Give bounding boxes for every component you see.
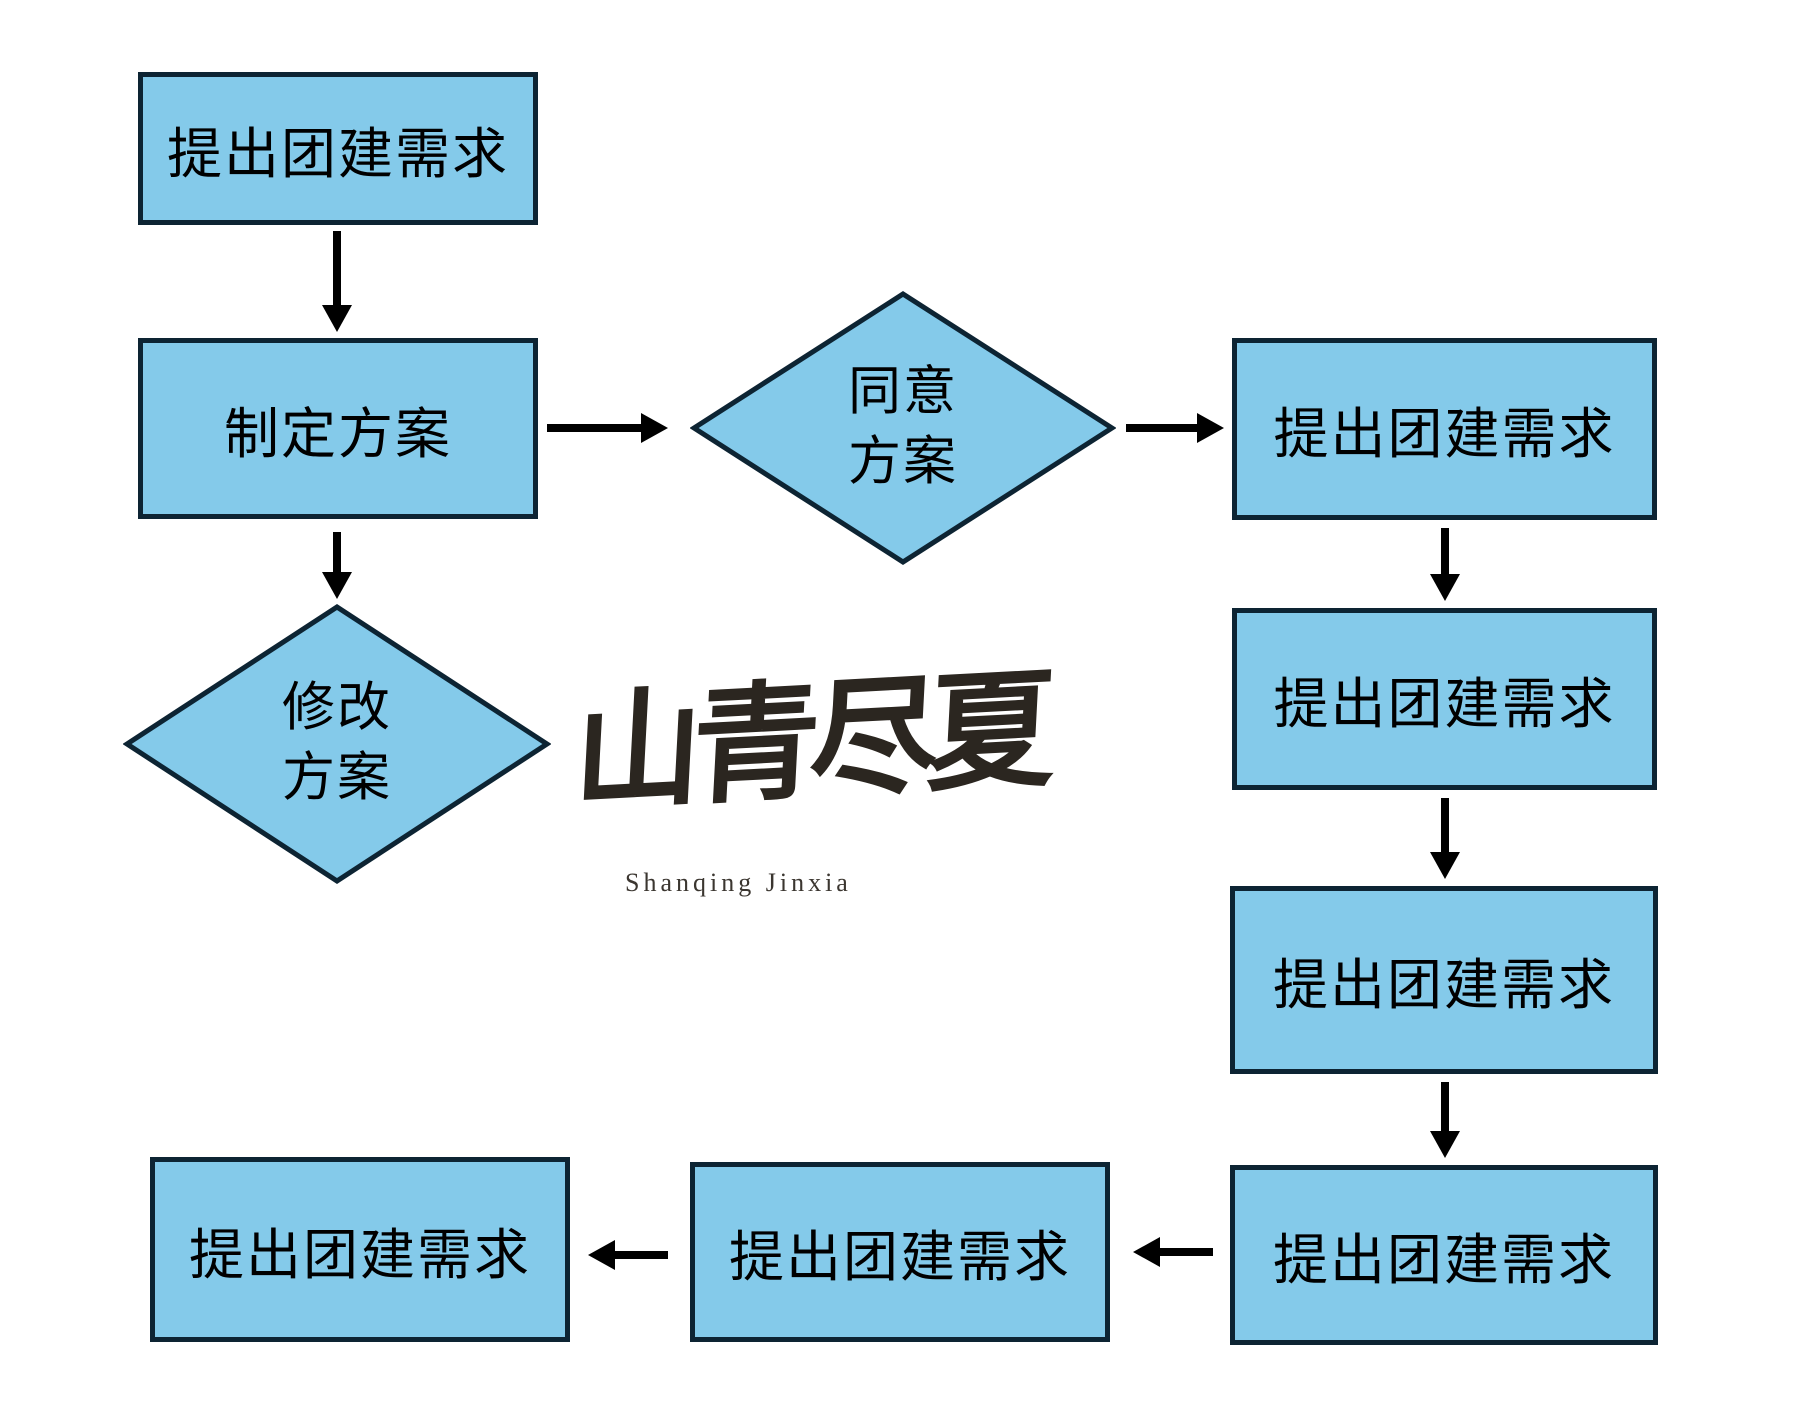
- flow-node-propose-need-label: 提出团建需求: [166, 123, 509, 185]
- flow-node-agree-plan-decision: 同意 方案: [690, 290, 1116, 566]
- arrow-bottom-middle-to-bottom-left-icon: [588, 1240, 668, 1270]
- brand-logo-calligraphy-text: 山青尽夏: [570, 659, 1050, 827]
- flow-node-bottom-middle: 提出团建需求: [690, 1162, 1110, 1342]
- arrow-shaft: [1126, 424, 1200, 432]
- arrow-right2-to-right3-icon: [1430, 798, 1460, 879]
- flow-node-right-3: 提出团建需求: [1230, 886, 1658, 1074]
- flow-node-right-1: 提出团建需求: [1232, 338, 1657, 520]
- arrow-shaft: [333, 532, 341, 575]
- revise-plan-line2: 方案: [282, 749, 392, 807]
- flow-node-make-plan: 制定方案: [138, 338, 538, 519]
- revise-plan-line1: 修改: [282, 679, 392, 738]
- arrow-head-down-icon: [1430, 852, 1460, 879]
- arrow-head-down-icon: [322, 572, 352, 599]
- flow-node-right-1-label: 提出团建需求: [1273, 404, 1616, 465]
- diamond-shape: [123, 604, 551, 884]
- arrow-head-right-icon: [1197, 413, 1224, 443]
- arrow-head-right-icon: [641, 413, 668, 443]
- arrow-head-down-icon: [322, 305, 352, 332]
- flow-node-bottom-left-label: 提出团建需求: [188, 1224, 531, 1286]
- arrow-plan-to-agree-icon: [547, 413, 668, 443]
- arrow-right1-to-right2-icon: [1430, 528, 1460, 601]
- arrow-shaft: [547, 424, 644, 432]
- arrow-shaft: [1441, 528, 1449, 577]
- arrow-shaft: [612, 1251, 668, 1259]
- flow-node-right-2-label: 提出团建需求: [1273, 674, 1616, 735]
- flow-node-revise-plan-decision: 修改 方案: [123, 603, 551, 885]
- flow-node-revise-plan-label: 修改 方案: [123, 603, 551, 885]
- arrow-plan-to-revise-icon: [322, 532, 352, 599]
- flow-node-bottom-left: 提出团建需求: [150, 1157, 570, 1342]
- arrow-shaft: [1157, 1248, 1213, 1256]
- flow-node-right-2: 提出团建需求: [1232, 608, 1657, 790]
- diamond-shape: [690, 291, 1116, 565]
- agree-plan-line1: 同意: [848, 363, 958, 422]
- flow-node-propose-need: 提出团建需求: [138, 72, 538, 225]
- arrow-shaft: [333, 231, 341, 308]
- flow-node-make-plan-label: 制定方案: [223, 403, 452, 465]
- arrow-right3-to-right4-icon: [1430, 1082, 1460, 1158]
- arrow-head-left-icon: [1133, 1237, 1160, 1267]
- arrow-head-left-icon: [588, 1240, 615, 1270]
- brand-logo-subtitle: Shanqing Jinxia: [625, 868, 852, 897]
- flow-node-bottom-middle-label: 提出团建需求: [728, 1227, 1071, 1288]
- arrow-shaft: [1441, 1082, 1449, 1134]
- arrow-shaft: [1441, 798, 1449, 855]
- arrow-head-down-icon: [1430, 1131, 1460, 1158]
- arrow-right4-to-bottom-middle-icon: [1133, 1237, 1213, 1267]
- flow-node-agree-plan-label: 同意 方案: [690, 290, 1116, 566]
- flow-node-right-4: 提出团建需求: [1230, 1165, 1658, 1345]
- flow-node-right-4-label: 提出团建需求: [1272, 1230, 1615, 1291]
- arrow-propose-to-plan-icon: [322, 231, 352, 332]
- arrow-agree-to-right1-icon: [1126, 413, 1224, 443]
- flow-node-right-3-label: 提出团建需求: [1272, 955, 1615, 1016]
- agree-plan-line2: 方案: [848, 433, 958, 491]
- brand-logo: 山青尽夏 Shanqing Jinxia: [571, 640, 1050, 990]
- arrow-head-down-icon: [1430, 574, 1460, 601]
